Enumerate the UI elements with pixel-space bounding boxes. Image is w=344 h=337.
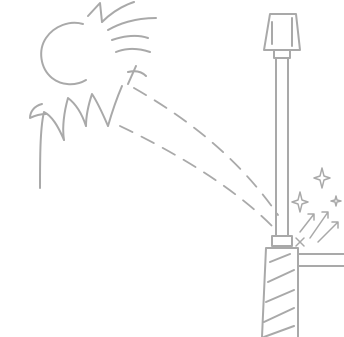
sun-ray-icon [86, 94, 108, 126]
sun-ray-icon [112, 36, 148, 40]
sun-ray-icon [128, 71, 146, 76]
light-beam [120, 88, 278, 228]
sun-ray-icon [63, 98, 86, 140]
sun-ray-icon [116, 49, 150, 52]
sun-ray-icon [102, 2, 134, 22]
sun-ray-icon [88, 3, 102, 22]
sparkle-arrow-icon [318, 222, 338, 242]
rod-tip [272, 236, 292, 246]
holder-hatch [270, 254, 290, 262]
sun-ray-icon [108, 18, 156, 30]
sparkles [292, 168, 341, 246]
sun [30, 2, 156, 188]
rod-cap [264, 14, 300, 50]
holder-hatch [264, 308, 294, 322]
base [262, 248, 344, 337]
holder-hatch [264, 326, 294, 337]
sun-disc-icon [41, 23, 86, 85]
beam-upper-line [134, 88, 278, 215]
base-platform [298, 254, 344, 266]
sparkle-arrow-icon [300, 214, 314, 232]
holder-hatch [266, 290, 294, 302]
sparkle-star-icon [292, 192, 308, 212]
rod-holder [262, 248, 298, 337]
sun-ray-icon [108, 86, 122, 126]
sparkle-cross-icon [296, 238, 304, 246]
sparkle-star-icon [314, 168, 330, 188]
holder-hatch [268, 270, 294, 282]
rod [264, 14, 300, 246]
rod-joint [274, 50, 290, 58]
sun-ray-icon [40, 112, 64, 188]
sparkle-star-icon [331, 196, 341, 206]
sun-ray-icon [128, 66, 136, 84]
beam-lower-line [120, 126, 274, 228]
